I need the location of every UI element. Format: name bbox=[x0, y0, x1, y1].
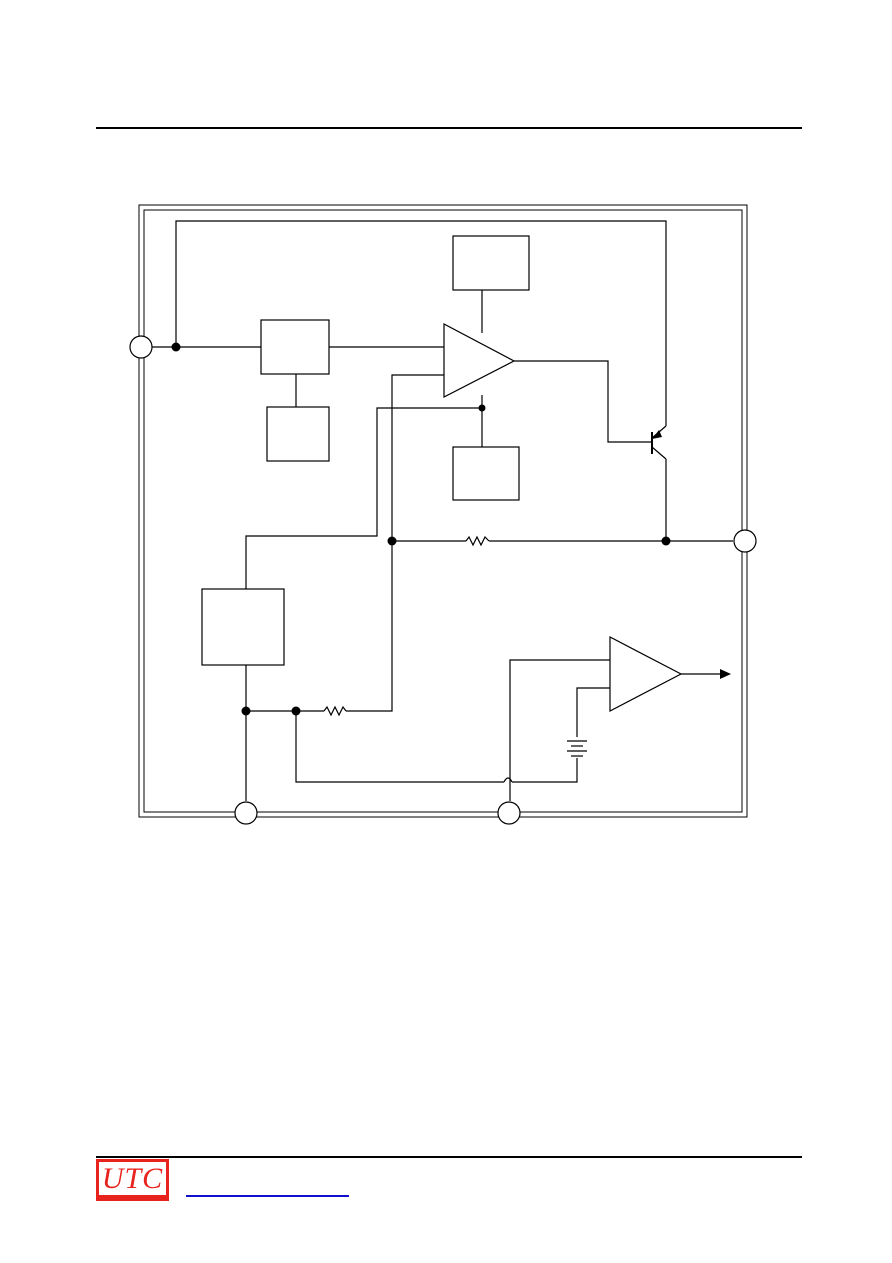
wire-amp-output bbox=[514, 360, 652, 443]
pin-reset bbox=[497, 801, 521, 825]
junction-amp-bottom bbox=[478, 404, 486, 412]
junction-output bbox=[661, 536, 671, 546]
transistor-collector bbox=[651, 446, 667, 460]
utc-logo-text: UTC bbox=[101, 1161, 164, 1195]
resistor-2 bbox=[323, 705, 347, 717]
transistor-arrow bbox=[652, 430, 662, 439]
utc-logo-inner: UTC bbox=[99, 1162, 166, 1195]
website-link[interactable] bbox=[186, 1195, 349, 1197]
block-lower-middle bbox=[452, 446, 520, 501]
wire-battery-comparator bbox=[576, 687, 610, 737]
package-outline-inner bbox=[143, 209, 743, 813]
wire-amp-inverting bbox=[391, 374, 444, 541]
wire-ref-battery bbox=[512, 758, 578, 783]
utc-logo: UTC bbox=[96, 1159, 169, 1201]
block-top bbox=[452, 235, 530, 291]
wire-comparator-input bbox=[509, 659, 610, 801]
block-left-small bbox=[266, 406, 330, 462]
wire-top-feedback bbox=[175, 220, 667, 420]
junction-ref bbox=[291, 706, 301, 716]
junction-ground bbox=[241, 706, 251, 716]
wire-ref-loop bbox=[295, 711, 504, 783]
block-left-large bbox=[201, 588, 285, 666]
error-amplifier bbox=[443, 323, 516, 398]
junction-feedback bbox=[387, 536, 397, 546]
wire-lower-right bbox=[346, 541, 393, 712]
block-input bbox=[260, 319, 330, 375]
wire-node-to-block3 bbox=[245, 407, 482, 589]
header-rule bbox=[96, 127, 802, 129]
resistor-1 bbox=[465, 535, 490, 547]
pin-ground bbox=[234, 801, 258, 825]
pin-input bbox=[129, 335, 153, 359]
junction-input bbox=[171, 342, 181, 352]
pin-output bbox=[733, 529, 757, 553]
footer-rule bbox=[96, 1156, 802, 1158]
output-arrow bbox=[720, 669, 731, 679]
comparator bbox=[609, 636, 683, 712]
wire-crossover bbox=[503, 777, 513, 783]
package-outline-outer bbox=[138, 204, 748, 818]
